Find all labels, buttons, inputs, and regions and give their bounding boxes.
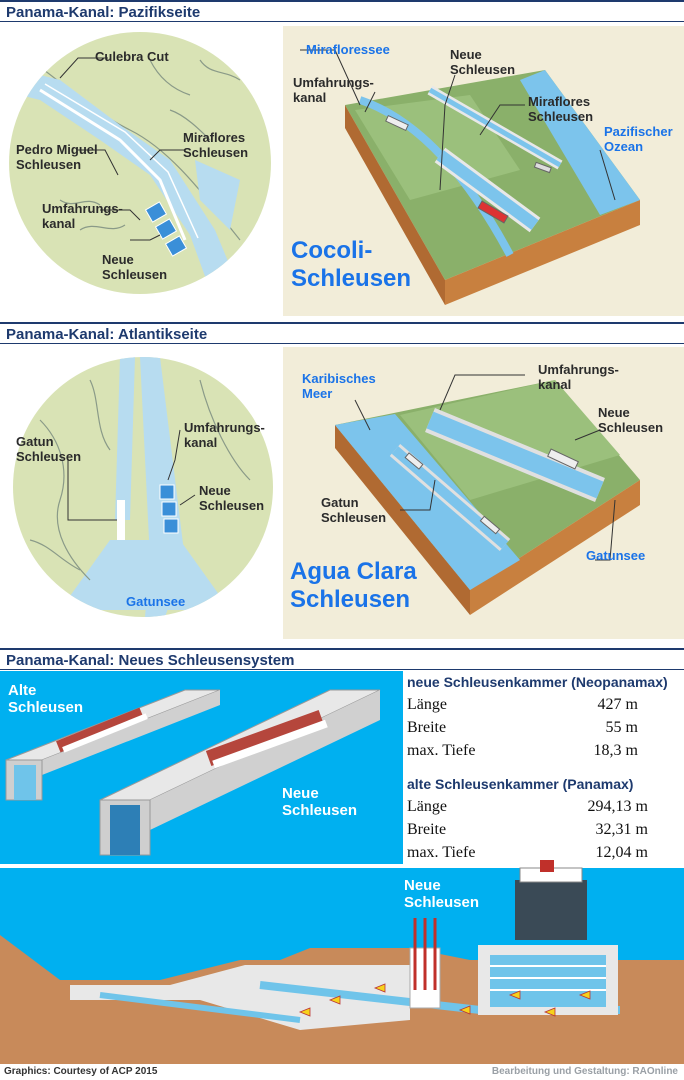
spec-old-label: Länge (407, 798, 447, 815)
pacific-3d-bypass: Umfahrungs-kanal (293, 75, 374, 105)
pacific-map-culebra: Culebra Cut (95, 49, 169, 64)
spec-new-label: Länge (407, 696, 447, 713)
footer-editor: Bearbeitung und Gestaltung: RAOnline (491, 1066, 678, 1077)
section-title-pacific: Panama-Kanal: Pazifikseite (0, 0, 684, 22)
footer-credit: Graphics: Courtesy of ACP 2015 (4, 1066, 158, 1077)
spec-old-value: 12,04 m (595, 844, 648, 861)
pacific-3d-miraflores-lake: Miraflores­see (306, 42, 390, 57)
atlantic-3d-lake: Gatunsee (586, 548, 646, 563)
spec-old-value: 294,13 m (587, 798, 648, 815)
spec-new-label: Breite (407, 719, 447, 736)
pacific-3d-title: Cocoli-Schleusen (291, 237, 412, 292)
atlantic-map-lake: Gatunsee (126, 594, 186, 609)
spec-old-value: 32,31 m (595, 821, 648, 838)
atlantic-map-bypass: Umfahrungs-kanal (184, 420, 265, 450)
spec-old-header: alte Schleusenkammer (Panamax) (407, 776, 634, 792)
spec-new-value: 55 m (605, 719, 638, 736)
spec-old-label: Breite (407, 821, 447, 838)
spec-new-value: 427 m (597, 696, 638, 713)
spec-new-header: neue Schleusenkammer (Neopanamax) (407, 674, 668, 690)
spec-new-value: 18,3 m (593, 742, 638, 759)
spec-old-label: max. Tiefe (407, 844, 476, 861)
spec-new-label: max. Tiefe (407, 742, 476, 759)
atlantic-3d-bypass: Umfahrungs-kanal (538, 362, 619, 392)
pacific-map-bypass: Umfahrungs-kanal (42, 201, 123, 231)
section-title-atlantic: Panama-Kanal: Atlantikseite (0, 322, 684, 344)
section-title-new-system: Panama-Kanal: Neues Schleusensystem (0, 648, 684, 670)
